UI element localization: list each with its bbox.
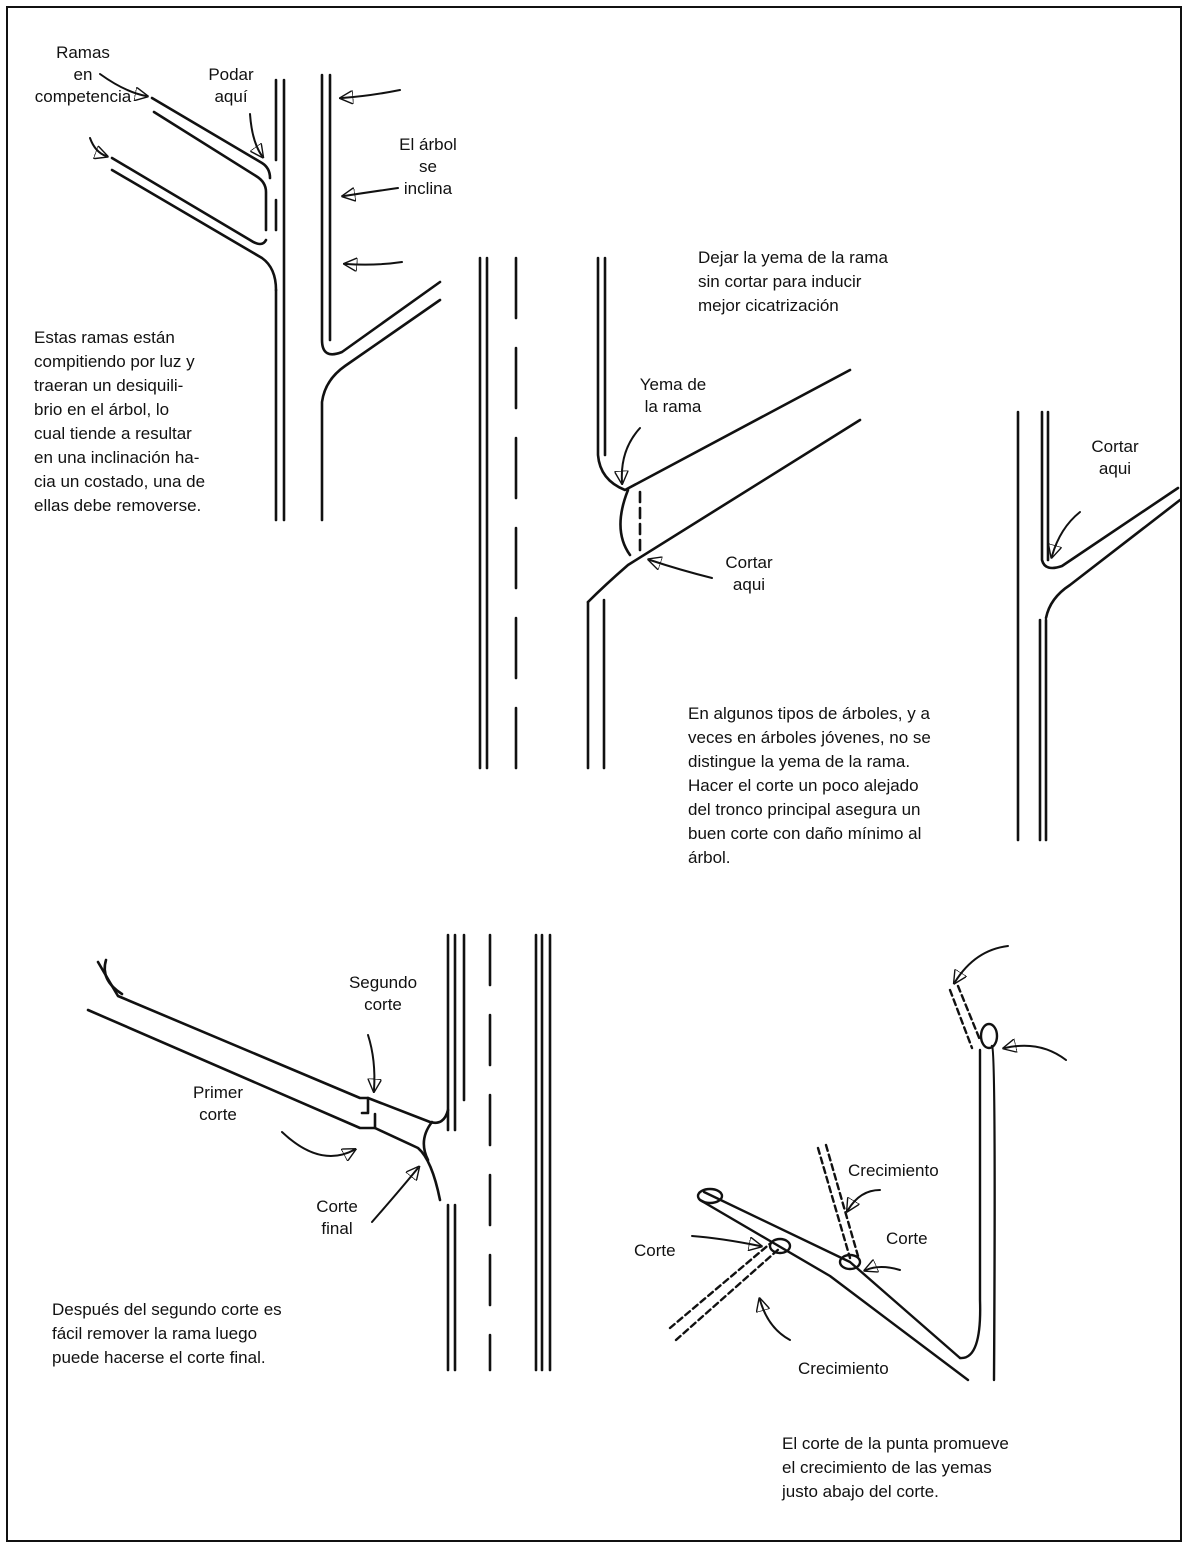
label-line: Podar bbox=[196, 64, 266, 86]
arrows-panel4 bbox=[282, 1035, 418, 1222]
label-segundo-corte: Segundo corte bbox=[338, 972, 428, 1016]
label-line: corte bbox=[338, 994, 428, 1016]
label-cortar-aqui-collar: Cortar aqui bbox=[714, 552, 784, 596]
caption-line: del tronco principal asegura un bbox=[688, 798, 988, 822]
label-line: El árbol bbox=[388, 134, 468, 156]
label-line: se bbox=[388, 156, 468, 178]
label-line: la rama bbox=[628, 396, 718, 418]
caption-competing-branches: Estas ramas están compitiendo por luz y … bbox=[34, 326, 264, 518]
label-line: competencia bbox=[28, 86, 138, 108]
label-line: Corte bbox=[302, 1196, 372, 1218]
caption-line: buen corte con daño mínimo al bbox=[688, 822, 988, 846]
caption-line: en una inclinación ha- bbox=[34, 446, 264, 470]
label-line: aqui bbox=[1080, 458, 1150, 480]
caption-three-cuts: Después del segundo corte es fácil remov… bbox=[52, 1298, 352, 1370]
label-corte-final: Corte final bbox=[302, 1196, 372, 1240]
label-line: en bbox=[28, 64, 138, 86]
label-ramas-en-competencia: Ramas en competencia bbox=[28, 42, 138, 108]
caption-line: Después del segundo corte es bbox=[52, 1298, 352, 1322]
label-primer-corte: Primer corte bbox=[178, 1082, 258, 1126]
label-cortar-aqui-no-collar: Cortar aqui bbox=[1080, 436, 1150, 480]
tree-competing-branches bbox=[112, 75, 440, 1005]
label-line: Yema de bbox=[628, 374, 718, 396]
label-arbol-se-inclina: El árbol se inclina bbox=[388, 134, 468, 200]
label-podar-aqui: Podar aquí bbox=[196, 64, 266, 108]
label-crecimiento-top: Crecimiento bbox=[848, 1160, 939, 1182]
caption-line: Dejar la yema de la rama bbox=[698, 246, 958, 270]
caption-line: fácil remover la rama luego bbox=[52, 1322, 352, 1346]
label-corte-right: Corte bbox=[886, 1228, 928, 1250]
caption-line: sin cortar para inducir bbox=[698, 270, 958, 294]
caption-line: distingue la yema de la rama. bbox=[688, 750, 988, 774]
label-line: Segundo bbox=[338, 972, 428, 994]
label-line: Cortar bbox=[1080, 436, 1150, 458]
caption-no-collar: En algunos tipos de árboles, y a veces e… bbox=[688, 702, 988, 870]
arrows-panel3 bbox=[1052, 512, 1080, 556]
caption-line: justo abajo del corte. bbox=[782, 1480, 1082, 1504]
caption-line: ellas debe removerse. bbox=[34, 494, 264, 518]
label-line: Primer bbox=[178, 1082, 258, 1104]
label-corte-left: Corte bbox=[634, 1240, 676, 1262]
label-yema-de-la-rama: Yema de la rama bbox=[628, 374, 718, 418]
label-line: final bbox=[302, 1218, 372, 1240]
label-line: aquí bbox=[196, 86, 266, 108]
caption-line: Estas ramas están bbox=[34, 326, 264, 350]
caption-line: Hacer el corte un poco alejado bbox=[688, 774, 988, 798]
caption-line: cia un costado, una de bbox=[34, 470, 264, 494]
caption-tip-pruning: El corte de la punta promueve el crecimi… bbox=[782, 1432, 1082, 1504]
tree-tip-pruning bbox=[670, 986, 997, 1380]
label-line: Ramas bbox=[28, 42, 138, 64]
caption-line: árbol. bbox=[688, 846, 988, 870]
caption-line: traeran un desiquili- bbox=[34, 374, 264, 398]
arrows-panel5 bbox=[692, 946, 1066, 1340]
caption-branch-collar: Dejar la yema de la rama sin cortar para… bbox=[698, 246, 958, 318]
caption-line: mejor cicatrización bbox=[698, 294, 958, 318]
caption-line: El corte de la punta promueve bbox=[782, 1432, 1082, 1456]
caption-line: brio en el árbol, lo bbox=[34, 398, 264, 422]
caption-line: el crecimiento de las yemas bbox=[782, 1456, 1082, 1480]
label-line: corte bbox=[178, 1104, 258, 1126]
caption-line: veces en árboles jóvenes, no se bbox=[688, 726, 988, 750]
label-line: inclina bbox=[388, 178, 468, 200]
caption-line: puede hacerse el corte final. bbox=[52, 1346, 352, 1370]
caption-line: En algunos tipos de árboles, y a bbox=[688, 702, 988, 726]
caption-line: cual tiende a resultar bbox=[34, 422, 264, 446]
caption-line: compitiendo por luz y bbox=[34, 350, 264, 374]
tree-branch-collar bbox=[480, 258, 860, 768]
label-line: Cortar bbox=[714, 552, 784, 574]
label-crecimiento-bottom: Crecimiento bbox=[798, 1358, 889, 1380]
label-line: aqui bbox=[714, 574, 784, 596]
